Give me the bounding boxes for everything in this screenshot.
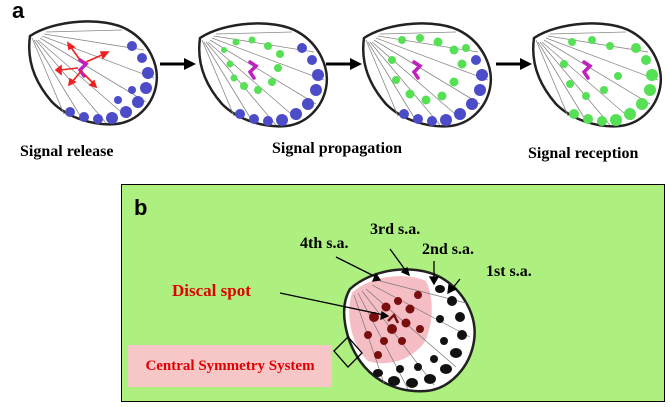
discal-spots (364, 291, 424, 359)
label-1st-sa: 1st s.a. (486, 263, 532, 280)
wing-signal-propagation-1 (197, 22, 329, 128)
central-symmetry-box: Central Symmetry System (128, 345, 332, 387)
border-spots (65, 41, 154, 124)
wing-pattern-diagram (279, 248, 476, 393)
caption-signal-propagation: Signal propagation (272, 140, 402, 157)
release-arrows (54, 41, 110, 89)
wing-signal-release (27, 20, 159, 126)
border-spots-b (373, 285, 467, 388)
central-symmetry-label: Central Symmetry System (145, 357, 315, 374)
process-arrow-3 (496, 58, 532, 70)
caption-signal-release: Signal release (20, 143, 114, 160)
panel-b: b Central Symmetry System (121, 184, 665, 402)
process-arrow-1 (160, 58, 196, 70)
label-4th-sa: 4th s.a. (300, 235, 349, 252)
wing-outline (197, 22, 329, 128)
panel-b-letter: b (134, 195, 148, 220)
wing-signal-propagation-2 (361, 22, 493, 128)
label-2nd-sa: 2nd s.a. (422, 241, 475, 258)
caption-signal-reception: Signal reception (528, 145, 639, 162)
signal-spots (221, 36, 284, 94)
process-arrow-2 (326, 58, 362, 70)
wing-signal-reception (531, 22, 663, 128)
central-symmetry-bracket (333, 336, 363, 368)
panel-a-letter: a (12, 0, 25, 23)
label-discal-spot: Discal spot (172, 281, 251, 300)
wing-outline (361, 22, 493, 128)
focus-mark (77, 58, 89, 78)
wing-outline (27, 20, 159, 126)
wing-outline (531, 22, 663, 128)
label-3rd-sa: 3rd s.a. (370, 221, 421, 238)
label-pointers (279, 248, 461, 321)
